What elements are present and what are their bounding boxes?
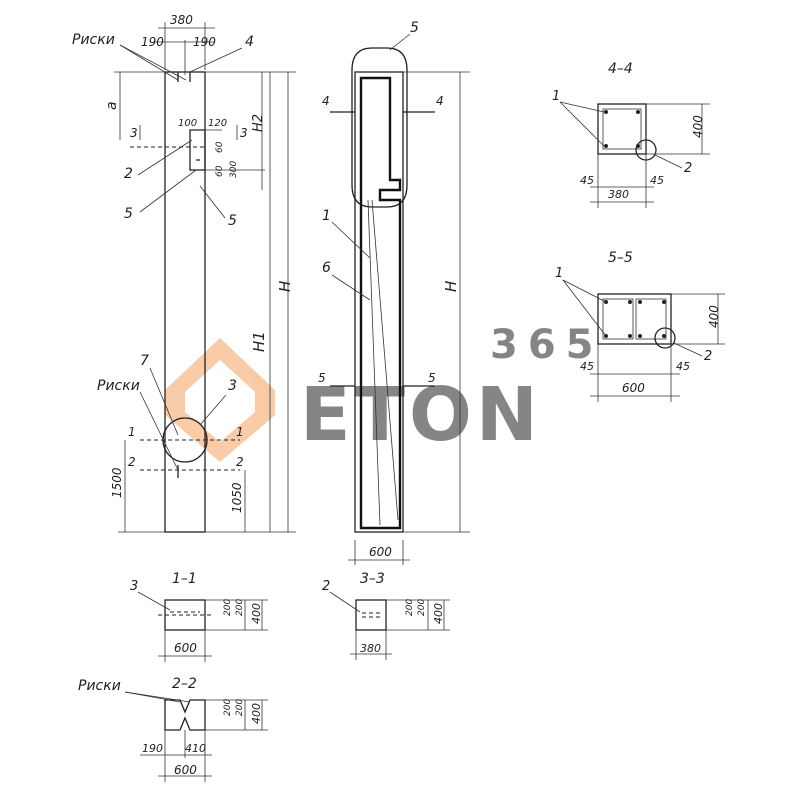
dim-190-2-2: 190 bbox=[142, 742, 163, 755]
watermark-hexagon-logo bbox=[165, 338, 275, 462]
dim-200-3-3-b: 200 bbox=[417, 599, 427, 616]
dim-600-mid: 600 bbox=[369, 545, 392, 559]
dim-380-3-3: 380 bbox=[360, 642, 381, 655]
dim-600-5-5: 600 bbox=[622, 381, 645, 395]
dim-190-left: 190 bbox=[141, 35, 164, 49]
dim-410-2-2: 410 bbox=[185, 742, 206, 755]
section-2-left: 2 bbox=[128, 455, 136, 469]
mark-3-circle: 3 bbox=[228, 378, 237, 394]
mark-1-4-4: 1 bbox=[552, 89, 560, 104]
title-section-5-5: 5–5 bbox=[608, 250, 633, 266]
mark-2-left: 2 bbox=[124, 166, 133, 182]
dim-H-right: H bbox=[442, 281, 460, 292]
mark-2-4-4: 2 bbox=[684, 161, 692, 176]
dim-60-b: 60 bbox=[215, 165, 225, 177]
section-3-3: 3–3 2 200 200 400 380 bbox=[322, 571, 450, 660]
dim-400-1-1: 400 bbox=[250, 603, 263, 624]
dim-600-2-2: 600 bbox=[174, 763, 197, 777]
mark-5-right: 5 bbox=[228, 213, 237, 229]
section-5-right: 5 bbox=[428, 371, 436, 385]
section-4-4: 4–4 1 400 2 45 45 380 bbox=[552, 61, 710, 208]
dim-H1: H1 bbox=[250, 331, 268, 352]
dim-100: 100 bbox=[178, 118, 197, 129]
dim-200-3-3-a: 200 bbox=[405, 599, 415, 616]
title-section-4-4: 4–4 bbox=[608, 61, 633, 77]
watermark-word: ETON bbox=[300, 372, 542, 458]
title-section-3-3: 3–3 bbox=[360, 571, 385, 587]
section-1-left: 1 bbox=[128, 425, 136, 439]
watermark-number: 365 bbox=[490, 322, 604, 368]
mark-5-left: 5 bbox=[124, 206, 133, 222]
dim-1050: 1050 bbox=[230, 482, 244, 513]
dim-400-2-2: 400 bbox=[250, 703, 263, 724]
dim-a: a bbox=[104, 101, 120, 110]
dim-200-2-2-b: 200 bbox=[235, 699, 245, 716]
label-riski-top: Риски bbox=[72, 32, 115, 48]
title-section-1-1: 1–1 bbox=[172, 571, 197, 587]
section-4-left: 4 bbox=[322, 94, 330, 108]
section-1-right: 1 bbox=[236, 425, 244, 439]
mark-2-5-5: 2 bbox=[704, 349, 712, 364]
dim-400-3-3: 400 bbox=[432, 603, 445, 624]
mark-3-1-1: 3 bbox=[130, 579, 138, 594]
section-2-right: 2 bbox=[236, 455, 244, 469]
mark-5-top: 5 bbox=[410, 20, 419, 36]
dim-200-1-1-b: 200 bbox=[235, 599, 245, 616]
mark-4-top: 4 bbox=[245, 34, 254, 50]
dim-400-4-4: 400 bbox=[691, 115, 705, 138]
mark-7: 7 bbox=[140, 353, 149, 369]
middle-column-elevation: 5 4 4 1 6 H 5 5 600 bbox=[318, 20, 470, 565]
label-riski-2-2: Риски bbox=[78, 678, 121, 694]
dim-45-4-4-a: 45 bbox=[580, 174, 594, 187]
dim-400-5-5: 400 bbox=[707, 305, 721, 328]
label-riski-bottom: Риски bbox=[97, 378, 140, 394]
section-1-1: 1–1 3 200 200 400 600 bbox=[130, 571, 268, 662]
section-4-right: 4 bbox=[436, 94, 444, 108]
dim-200-2-2-a: 200 bbox=[223, 699, 233, 716]
dim-600-1-1: 600 bbox=[174, 641, 197, 655]
section-5-left: 5 bbox=[318, 371, 326, 385]
dim-H2: H2 bbox=[251, 114, 266, 132]
dim-200-1-1-a: 200 bbox=[223, 599, 233, 616]
dim-120: 120 bbox=[208, 118, 227, 129]
mark-1-5-5: 1 bbox=[555, 266, 563, 281]
dim-45-4-4-b: 45 bbox=[650, 174, 664, 187]
title-section-2-2: 2–2 bbox=[172, 676, 197, 692]
dim-190-right: 190 bbox=[193, 35, 216, 49]
left-column-elevation: 380 190 190 Риски 4 a 100 120 3 3 H2 60 … bbox=[72, 13, 296, 533]
section-3-left: 3 bbox=[130, 126, 138, 140]
dim-380-top: 380 bbox=[170, 13, 193, 27]
dim-1500: 1500 bbox=[110, 467, 124, 498]
dim-45-5-5-a: 45 bbox=[580, 360, 594, 373]
section-5-5: 5–5 1 400 2 45 45 600 bbox=[555, 250, 725, 402]
mark-2-3-3: 2 bbox=[322, 579, 330, 594]
mark-6: 6 bbox=[322, 260, 331, 276]
dim-60-a: 60 bbox=[215, 141, 225, 153]
dim-45-5-5-b: 45 bbox=[676, 360, 690, 373]
section-2-2: 2–2 Риски 200 200 400 190 410 600 bbox=[78, 676, 268, 782]
mark-1-mid: 1 bbox=[322, 208, 331, 224]
section-3-right: 3 bbox=[240, 126, 248, 140]
dim-300: 300 bbox=[229, 161, 239, 178]
dim-H-left: H bbox=[276, 281, 294, 292]
dim-380-4-4: 380 bbox=[608, 188, 629, 201]
